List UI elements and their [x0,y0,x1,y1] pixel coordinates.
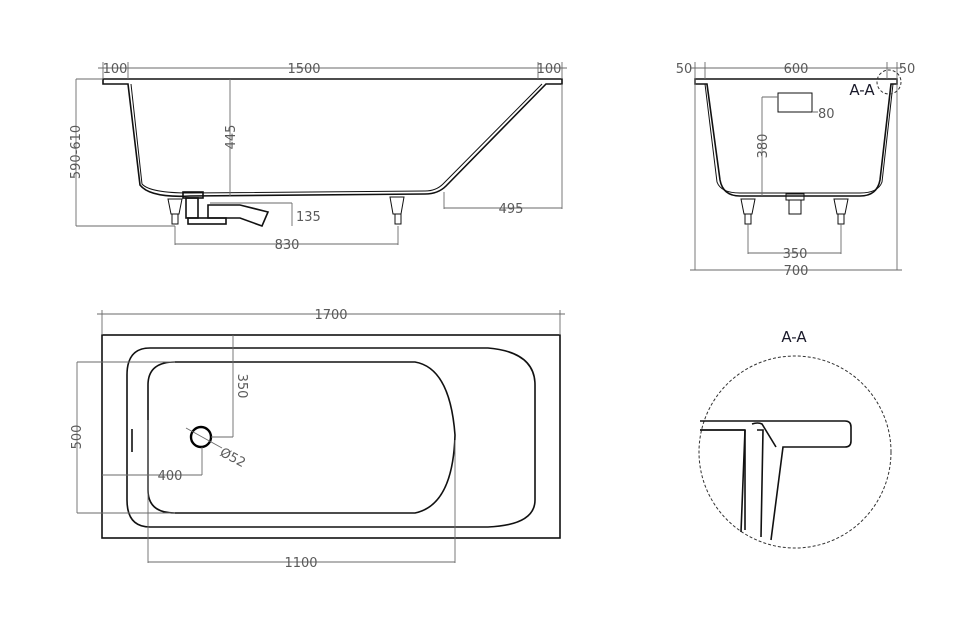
dim-end-feet-spacing: 350 [783,247,808,262]
dim-overflow-size: 80 [818,107,835,122]
dim-height: 590-610 [69,125,84,179]
plan-basin-floor [147,361,456,514]
dim-overflow-height: 380 [756,134,771,159]
dim-drain-offset-y: 350 [234,374,249,399]
plan-view: Ø52 1700 350 400 500 1100 [70,308,565,571]
dim-length-floor: 1100 [284,556,317,571]
drain-assembly [182,191,270,228]
dim-drain-height: 135 [296,210,321,225]
dim-drain-offset-x: 400 [158,469,183,484]
dim-slope-base: 495 [499,202,524,217]
side-foot-left [167,198,183,225]
rim-profile [700,420,852,541]
section-marker-label: A-A [849,81,875,99]
dim-length-inner: 1500 [287,62,320,77]
side-tub-outline [102,78,563,198]
dim-width-inner-plan: 500 [70,425,85,450]
dim-drain-diameter: Ø52 [217,445,248,471]
side-view: 100 1500 100 590-610 445 135 830 495 [69,62,567,253]
dim-width-inner: 600 [784,62,809,77]
plan-inner-rim [126,347,536,528]
side-foot-right [389,196,405,225]
plan-outer-rim [101,334,561,539]
dim-end-rim-right: 50 [899,62,916,77]
end-tub-outline [694,78,898,197]
dim-rim-left: 100 [103,62,128,77]
detail-circle [698,355,892,549]
dim-depth: 445 [224,125,239,150]
overflow [777,92,813,113]
end-view: 50 600 50 A-A 380 80 350 700 [676,62,916,279]
dim-rim-right: 100 [537,62,562,77]
end-drain [785,193,805,215]
section-marker-circle [876,69,902,95]
dim-width-total: 700 [784,264,809,279]
drain-hole [189,425,213,449]
dim-length-total: 1700 [314,308,347,323]
detail-section-a-a: A-A [698,328,892,549]
dim-feet-spacing: 830 [275,238,300,253]
dim-end-rim-left: 50 [676,62,693,77]
detail-title: A-A [781,328,807,346]
